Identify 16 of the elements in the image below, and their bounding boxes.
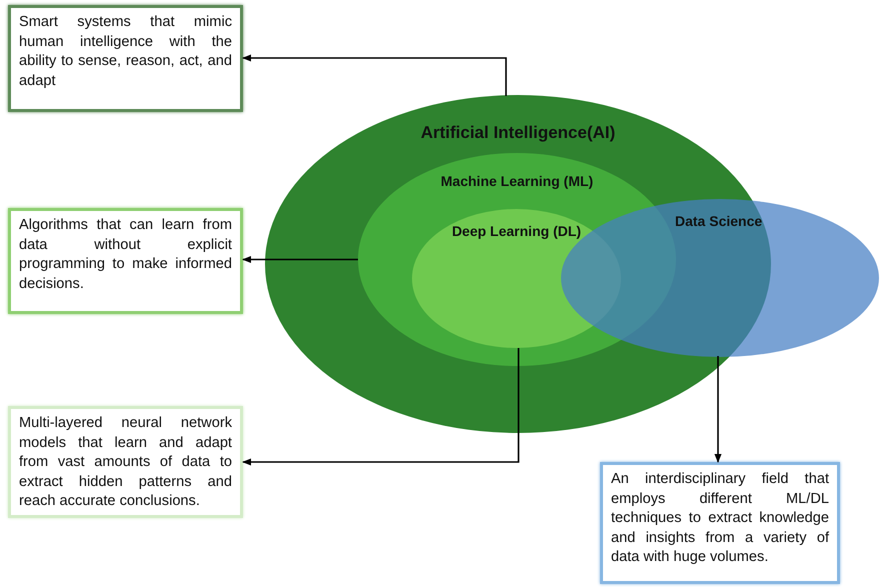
- description-box: [8, 5, 243, 112]
- connector-arrow: [242, 256, 358, 264]
- description-text: Algorithms that can learn from data without explicit programming to make informed decisions.: [19, 216, 232, 294]
- connector-arrow: [242, 348, 520, 466]
- description-box: [8, 406, 243, 518]
- description-box: [8, 208, 243, 314]
- region-label: Data Science: [675, 213, 762, 229]
- connector-arrow: [714, 356, 722, 463]
- description-text: Smart systems that mimic human intelligence with the ability to sense, reason, act, and adapt: [19, 13, 232, 90]
- region-label: Machine Learning (ML): [440, 173, 594, 189]
- connector-arrow: [242, 54, 507, 96]
- description-box: [600, 462, 840, 584]
- description-text: An interdisciplinary field that employs different ML/DL techniques to extract knowledge and insights from a variety of data with huge volumes.: [611, 470, 829, 567]
- description-text: Multi-layered neural network models that learn and adapt from vast amounts of data to extract hidden patterns and reach accurate conclusions.: [19, 414, 232, 511]
- region-label: Artificial Intelligence(AI): [420, 123, 616, 143]
- region-label: Deep Learning (DL): [450, 223, 582, 239]
